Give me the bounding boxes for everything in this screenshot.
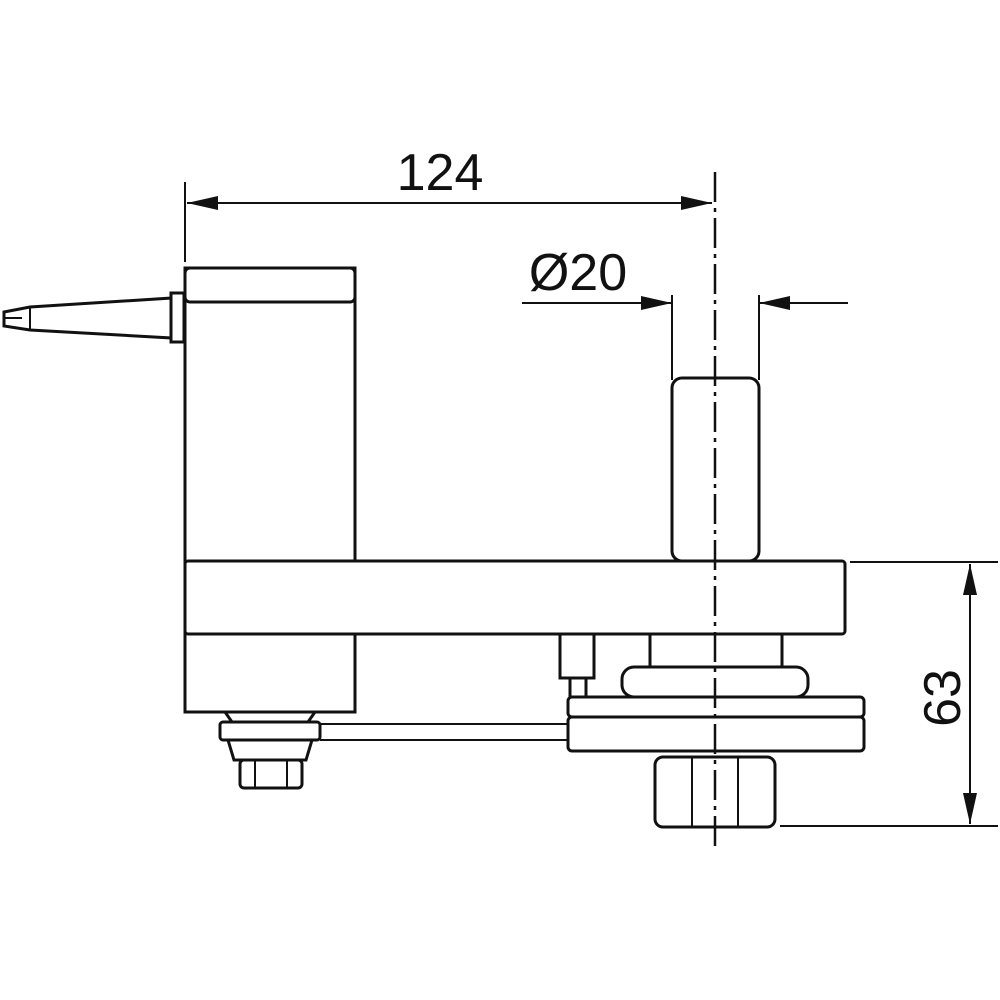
motor-housing — [183, 266, 357, 714]
diameter-label: Ø20 — [529, 244, 627, 302]
arrow-left — [187, 196, 218, 210]
pulley-groove-left — [225, 738, 315, 762]
dimension-width: 124 — [184, 144, 712, 262]
dimension-diameter: Ø20 — [522, 244, 848, 380]
arrow-diameter-right — [759, 296, 790, 310]
motor-cap — [183, 266, 357, 304]
cable-connector — [2, 291, 186, 344]
cable-gland — [169, 291, 186, 344]
arrow-right — [681, 196, 712, 210]
pulley-nut-left — [238, 758, 304, 790]
sensor-pin — [558, 632, 596, 702]
arrow-bottom — [963, 793, 977, 824]
drive-belt — [320, 723, 570, 741]
height-label: 63 — [914, 669, 972, 727]
arrow-top — [963, 564, 977, 595]
dimension-height: 63 — [780, 561, 998, 827]
sensor-block — [558, 632, 596, 680]
arrow-diameter-left — [641, 296, 672, 310]
horizontal-arm — [183, 559, 847, 636]
pulley-flange-left — [218, 720, 322, 742]
motor-body — [183, 266, 357, 714]
left-pulley — [218, 710, 322, 790]
width-label: 124 — [397, 144, 484, 202]
